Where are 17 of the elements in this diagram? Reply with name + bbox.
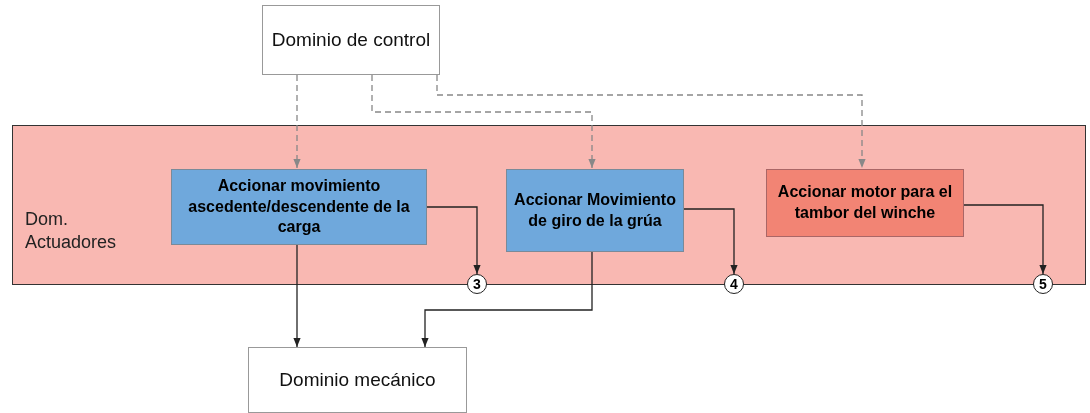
process-box: Accionar Movimiento de giro de la grúa (506, 169, 684, 252)
arrow (436, 74, 866, 169)
connector-circle: 3 (467, 274, 487, 294)
domain-box: Dominio mecánico (248, 347, 467, 413)
arrow (371, 74, 596, 169)
arrow (293, 74, 301, 169)
arrow (962, 204, 1047, 275)
band-label: Dom. Actuadores (25, 208, 118, 255)
arrow (425, 206, 481, 275)
domain-box: Dominio de control (262, 5, 440, 75)
arrow (421, 250, 593, 348)
process-box: Accionar motor para el tambor del winche (766, 169, 964, 237)
process-box: Accionar movimiento ascedente/descendente de la carga (171, 169, 427, 245)
connector-circle: 5 (1033, 274, 1053, 294)
arrow (682, 208, 738, 275)
arrow (293, 243, 301, 348)
connector-circle: 4 (724, 274, 744, 294)
